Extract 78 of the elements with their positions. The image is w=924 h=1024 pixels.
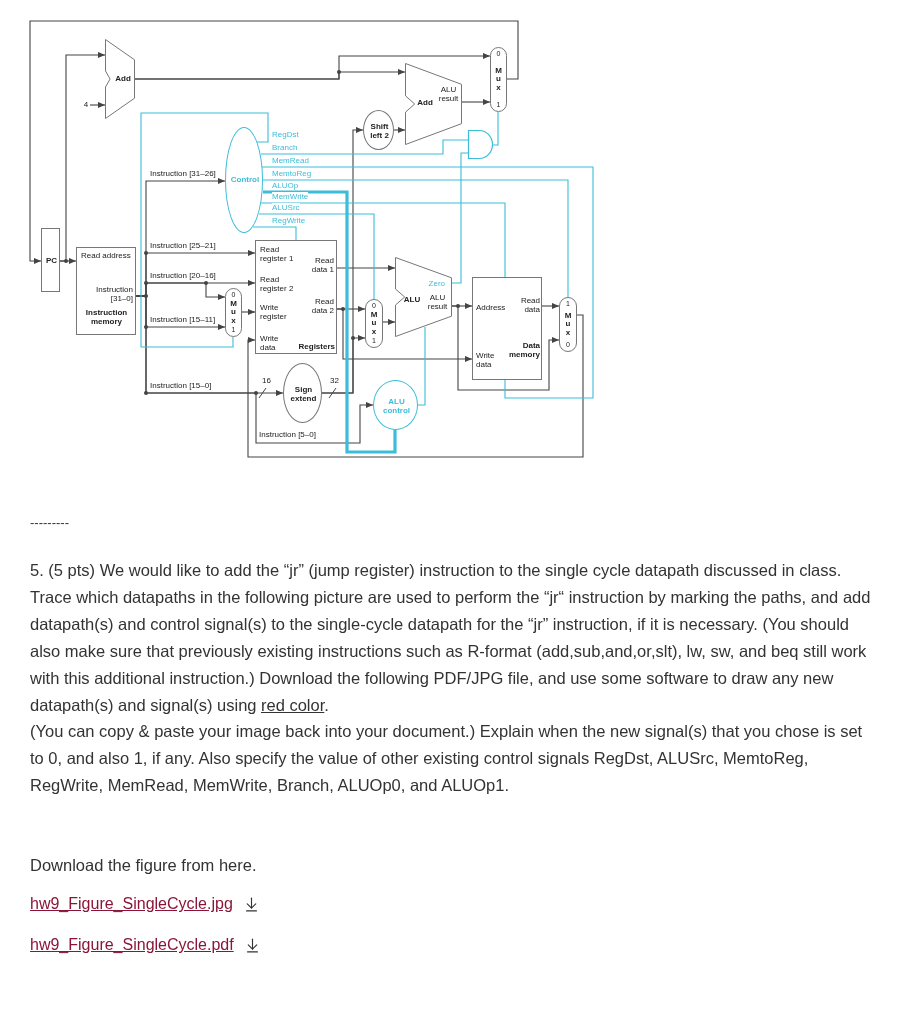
signal-line [140, 112, 269, 348]
edge-label: MemtoReg [272, 169, 312, 178]
signal-line [252, 226, 297, 241]
component-label: Address [476, 303, 507, 312]
arrow [134, 68, 406, 80]
signal-line [492, 111, 499, 146]
component-label: PC [44, 256, 59, 265]
arrow [336, 264, 396, 272]
edge-label: ALUOp [272, 181, 299, 190]
component-label: Add [416, 98, 434, 107]
edge-label: Branch [272, 143, 298, 152]
component-label: Instruction [31–0] [95, 285, 133, 303]
component-label: ALU [402, 295, 422, 304]
component-label: Write data [260, 334, 280, 352]
arrow [541, 302, 560, 310]
alu-control-ellipse [373, 380, 418, 430]
component-label: Registers [297, 342, 335, 351]
edge-label: RegWrite [272, 216, 306, 225]
arrow [29, 20, 519, 265]
edge-label: MemRead [272, 156, 309, 165]
component-label: ALU control [381, 397, 412, 415]
edge-label: Instruction [15–0] [150, 381, 212, 390]
component-label: Control [229, 175, 261, 184]
arrow [336, 308, 473, 363]
arrow [321, 334, 366, 394]
register-box [41, 228, 60, 292]
edge-label: ALUSrc [272, 203, 300, 212]
bus-width-label: 16 [262, 376, 271, 385]
shift-unit-ellipse [363, 110, 394, 150]
memory-box [472, 277, 542, 380]
component-label: Read data [519, 296, 540, 314]
arrow [247, 314, 584, 458]
separator-text: --------- [30, 515, 69, 531]
component-label: Read data 2 [310, 297, 334, 315]
instruction-text: Download the figure from here. [30, 855, 257, 877]
component-label: Read register 2 [260, 275, 295, 293]
signal-line [261, 166, 594, 399]
component-label: Data memory [507, 341, 540, 359]
memory-box [76, 247, 136, 335]
arrow [241, 308, 256, 316]
file-link: hw9_Figure_SingleCycle.pdf [30, 935, 234, 956]
arrow [382, 318, 396, 326]
text-link: red color [261, 695, 325, 714]
arrow [59, 51, 106, 262]
signal-line [417, 326, 426, 406]
arrow [461, 98, 491, 106]
question-text: 5. (5 pts) We would like to add the “jr” (jump register) instruction to the single cycle datapath discussed in class. Trace which datapaths in the following picture are used to perform the “jr“ instruction by marking the paths, and add datapath(s) and control signal(s) to the single-cycle datapath for the “jr” instruction, if it is necessary. (You should also make sure that previously existing instructions such as R-format (add,sub,and,or,slt), lw, sw, and beq still work with this additional instruction.) Download the following PDF/JPG file, and use some software to draw any new datapath(s) and signal(s) using red color. [30, 560, 872, 716]
component-label: Sign extend [289, 385, 318, 403]
edge-label: Instruction [25–21] [150, 241, 216, 250]
arrow [89, 101, 106, 109]
component-label: Read address [81, 251, 131, 260]
edge-label: RegDst [272, 130, 299, 139]
component-label: Read register 1 [260, 245, 295, 263]
signal-line [263, 190, 397, 454]
component-label: Zero [427, 279, 445, 288]
component-label: Read data 1 [310, 256, 334, 274]
bus-width-label: 32 [330, 376, 339, 385]
edge-label: Instruction [5–0] [259, 430, 316, 439]
component-label: ALU result [426, 293, 449, 311]
edge-label: Instruction [15–11] [150, 315, 216, 324]
component-label: ALU result [437, 85, 460, 103]
component-label: Write register [260, 303, 288, 321]
arrow [451, 305, 560, 391]
signal-line [262, 179, 569, 298]
register-file-box [255, 240, 337, 354]
edge-label: MemWrite [272, 192, 309, 201]
signal-line [258, 213, 375, 300]
edge-label: Instruction [31–26] [150, 169, 216, 178]
component-label: Instruction memory [84, 308, 129, 326]
file-link: hw9_Figure_SingleCycle.jpg [30, 894, 233, 915]
constant-label: 4 [82, 100, 90, 110]
signal-line [451, 152, 469, 284]
component-label: Add [114, 74, 132, 83]
arrow [393, 126, 406, 134]
component-label: Write data [476, 351, 496, 369]
component-label: Shift left 2 [369, 122, 390, 140]
question-text: (You can copy & paste your image back into your document.) Explain when the new signal(s) that you chose is set to 0, and also 1, if any. Also specify the value of other existing control signals RegDst, ALUSrc, MemtoReg, RegWrite, MemRead, MemWrite, Branch, ALUOp0, and ALUOp1. [30, 721, 864, 797]
edge-label: Instruction [20–16] [150, 271, 216, 280]
